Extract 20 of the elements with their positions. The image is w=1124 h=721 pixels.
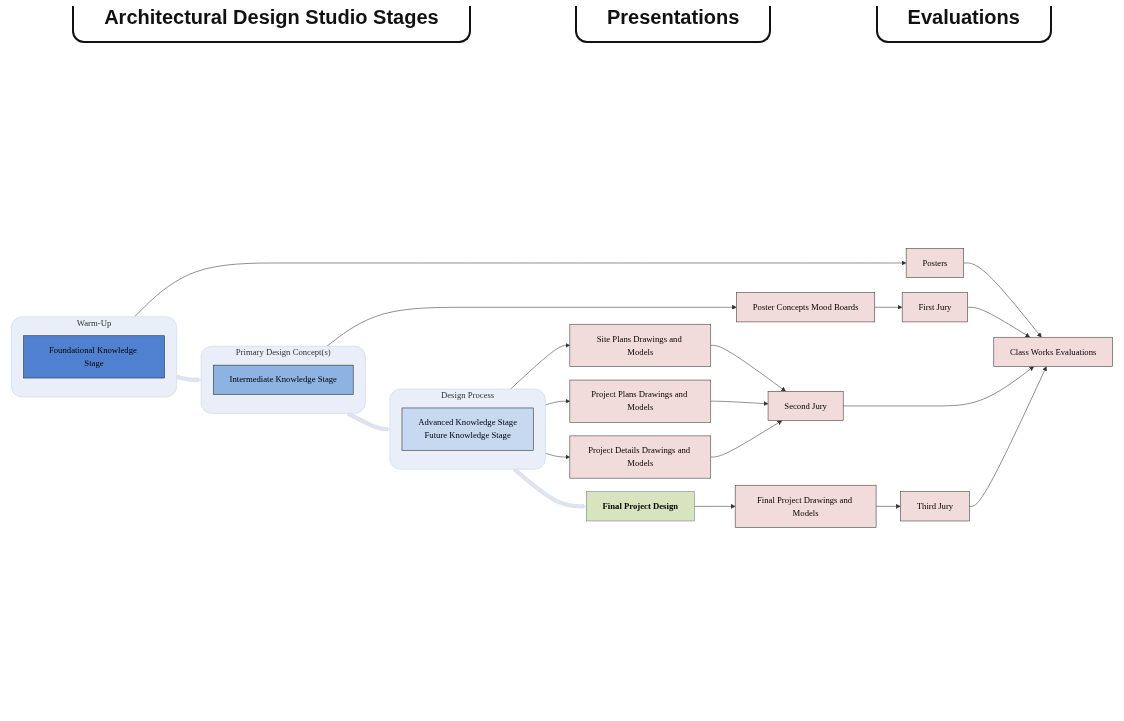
column-heading: Architectural Design Studio Stages bbox=[72, 6, 471, 43]
node-box: Final Project Design bbox=[586, 491, 695, 521]
arrow bbox=[512, 467, 587, 509]
node-box: Third Jury bbox=[900, 491, 970, 521]
node-box: Posters bbox=[905, 247, 964, 278]
node-box: Project Plans Drawings and Models bbox=[569, 379, 712, 423]
arrow bbox=[346, 411, 390, 432]
node-box: Second Jury bbox=[767, 390, 844, 421]
node-box: Advanced Knowledge Stage Future Knowledge Stage bbox=[401, 407, 534, 451]
node-box: Foundational Knowledge Stage bbox=[23, 335, 165, 378]
node-box: Class Works Evaluations bbox=[993, 336, 1113, 367]
node-box: Site Plans Drawings and Models bbox=[569, 323, 712, 367]
node-box: First Jury bbox=[901, 291, 968, 322]
column-heading: Presentations bbox=[575, 6, 772, 43]
column-heading: Evaluations bbox=[875, 6, 1052, 43]
node-box: Intermediate Knowledge Stage bbox=[213, 364, 354, 395]
node-box: Poster Concepts Mood Boards bbox=[736, 291, 876, 322]
arrow bbox=[176, 374, 202, 382]
node-box: Project Details Drawings and Models bbox=[569, 435, 712, 478]
node-box: Final Project Drawings and Models bbox=[734, 484, 877, 528]
